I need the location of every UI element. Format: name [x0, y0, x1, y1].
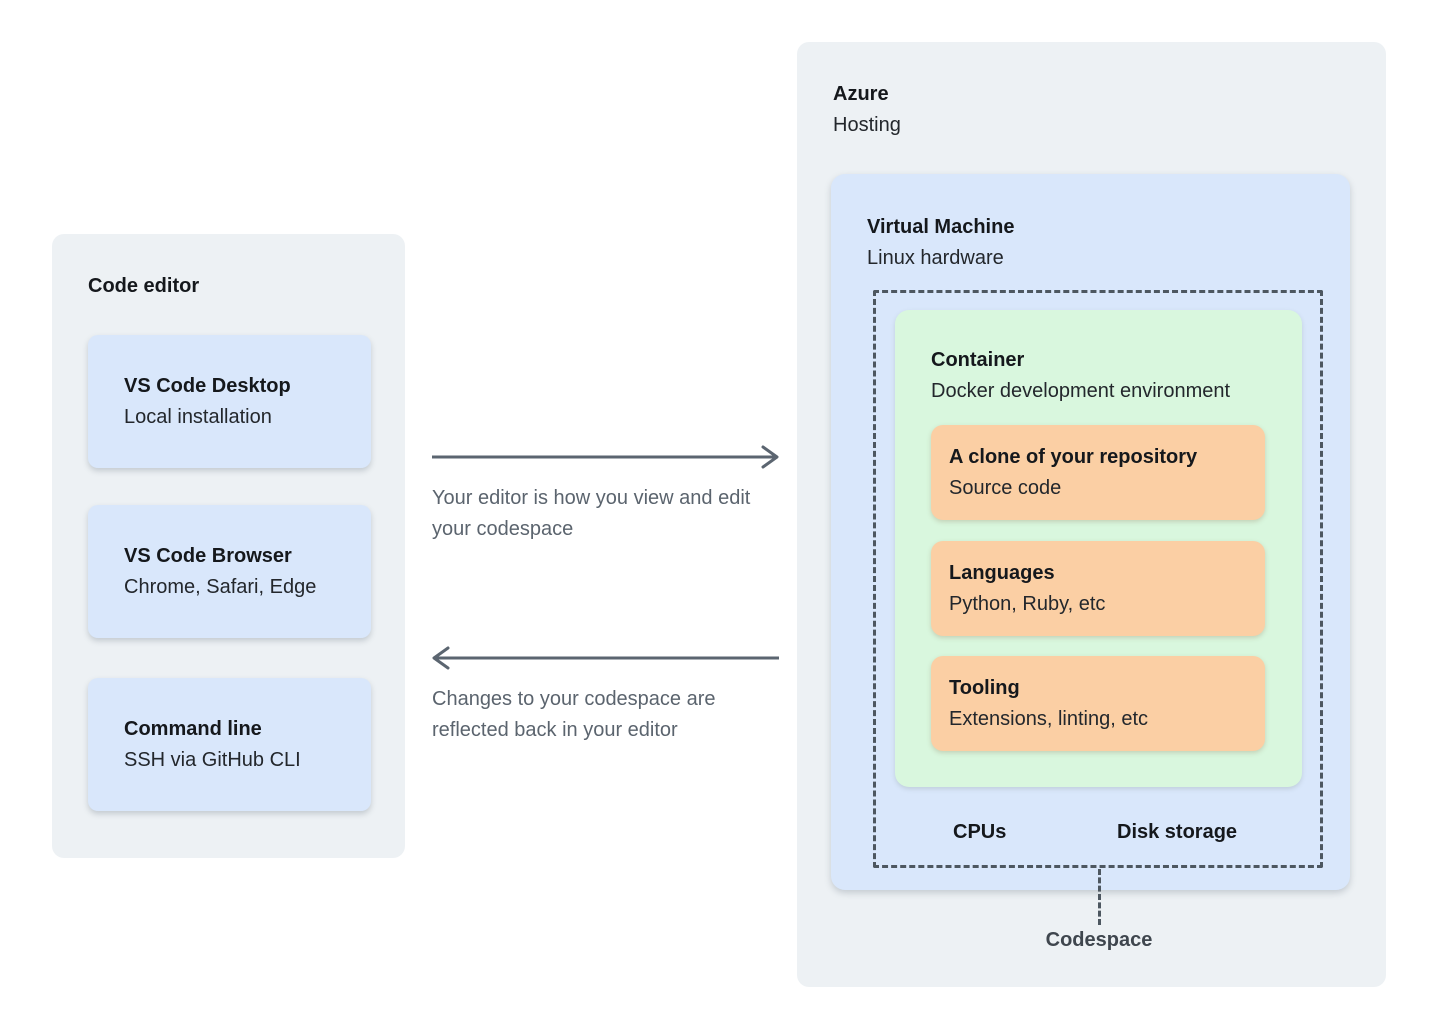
card-subtitle: Local installation: [124, 406, 272, 428]
azure-title: Azure: [833, 83, 889, 105]
azure-subtitle: Hosting: [833, 114, 901, 136]
vscode-desktop-card: VS Code Desktop Local installation: [88, 335, 371, 468]
container-subtitle: Docker development environment: [931, 380, 1231, 402]
codespace-boundary: Container Docker development environment…: [873, 290, 1323, 868]
azure-panel: Azure Hosting Virtual Machine Linux hard…: [797, 42, 1386, 987]
card-title: VS Code Desktop: [124, 375, 291, 397]
codespace-label: Codespace: [1045, 929, 1153, 951]
card-subtitle: Python, Ruby, etc: [949, 593, 1106, 615]
card-subtitle: Chrome, Safari, Edge: [124, 576, 317, 598]
vm-title: Virtual Machine: [867, 216, 1015, 238]
disk-storage-label: Disk storage: [1117, 821, 1238, 843]
card-title: Languages: [949, 562, 1055, 584]
command-line-card: Command line SSH via GitHub CLI: [88, 678, 371, 811]
card-subtitle: Extensions, linting, etc: [949, 708, 1148, 730]
container-box: Container Docker development environment…: [895, 310, 1302, 787]
vm-subtitle: Linux hardware: [867, 247, 1004, 269]
vscode-browser-card: VS Code Browser Chrome, Safari, Edge: [88, 505, 371, 638]
card-subtitle: Source code: [949, 477, 1062, 499]
cpus-label: CPUs: [953, 821, 1007, 843]
codespace-connector-line: [1098, 869, 1101, 925]
card-title: VS Code Browser: [124, 545, 292, 567]
arrow-right-icon: [432, 445, 779, 469]
languages-card: Languages Python, Ruby, etc: [931, 541, 1265, 636]
flow-to-codespace-caption: Your editor is how you view and edit you…: [432, 487, 751, 540]
repo-clone-card: A clone of your repository Source code: [931, 425, 1265, 520]
card-title: A clone of your repository: [949, 446, 1198, 468]
code-editor-panel: Code editor VS Code Desktop Local instal…: [52, 234, 405, 858]
tooling-card: Tooling Extensions, linting, etc: [931, 656, 1265, 751]
card-subtitle: SSH via GitHub CLI: [124, 749, 301, 771]
card-title: Command line: [124, 718, 262, 740]
container-title: Container: [931, 349, 1025, 371]
flow-to-codespace: Your editor is how you view and edit you…: [432, 445, 779, 545]
code-editor-title: Code editor: [88, 275, 200, 297]
virtual-machine-box: Virtual Machine Linux hardware Container…: [831, 174, 1350, 890]
vm-resources: CPUs Disk storage: [876, 820, 1320, 844]
flow-from-codespace: Changes to your codespace are reflected …: [432, 646, 779, 746]
flow-from-codespace-caption: Changes to your codespace are reflected …: [432, 688, 716, 741]
arrow-left-icon: [432, 646, 779, 670]
card-title: Tooling: [949, 677, 1020, 699]
